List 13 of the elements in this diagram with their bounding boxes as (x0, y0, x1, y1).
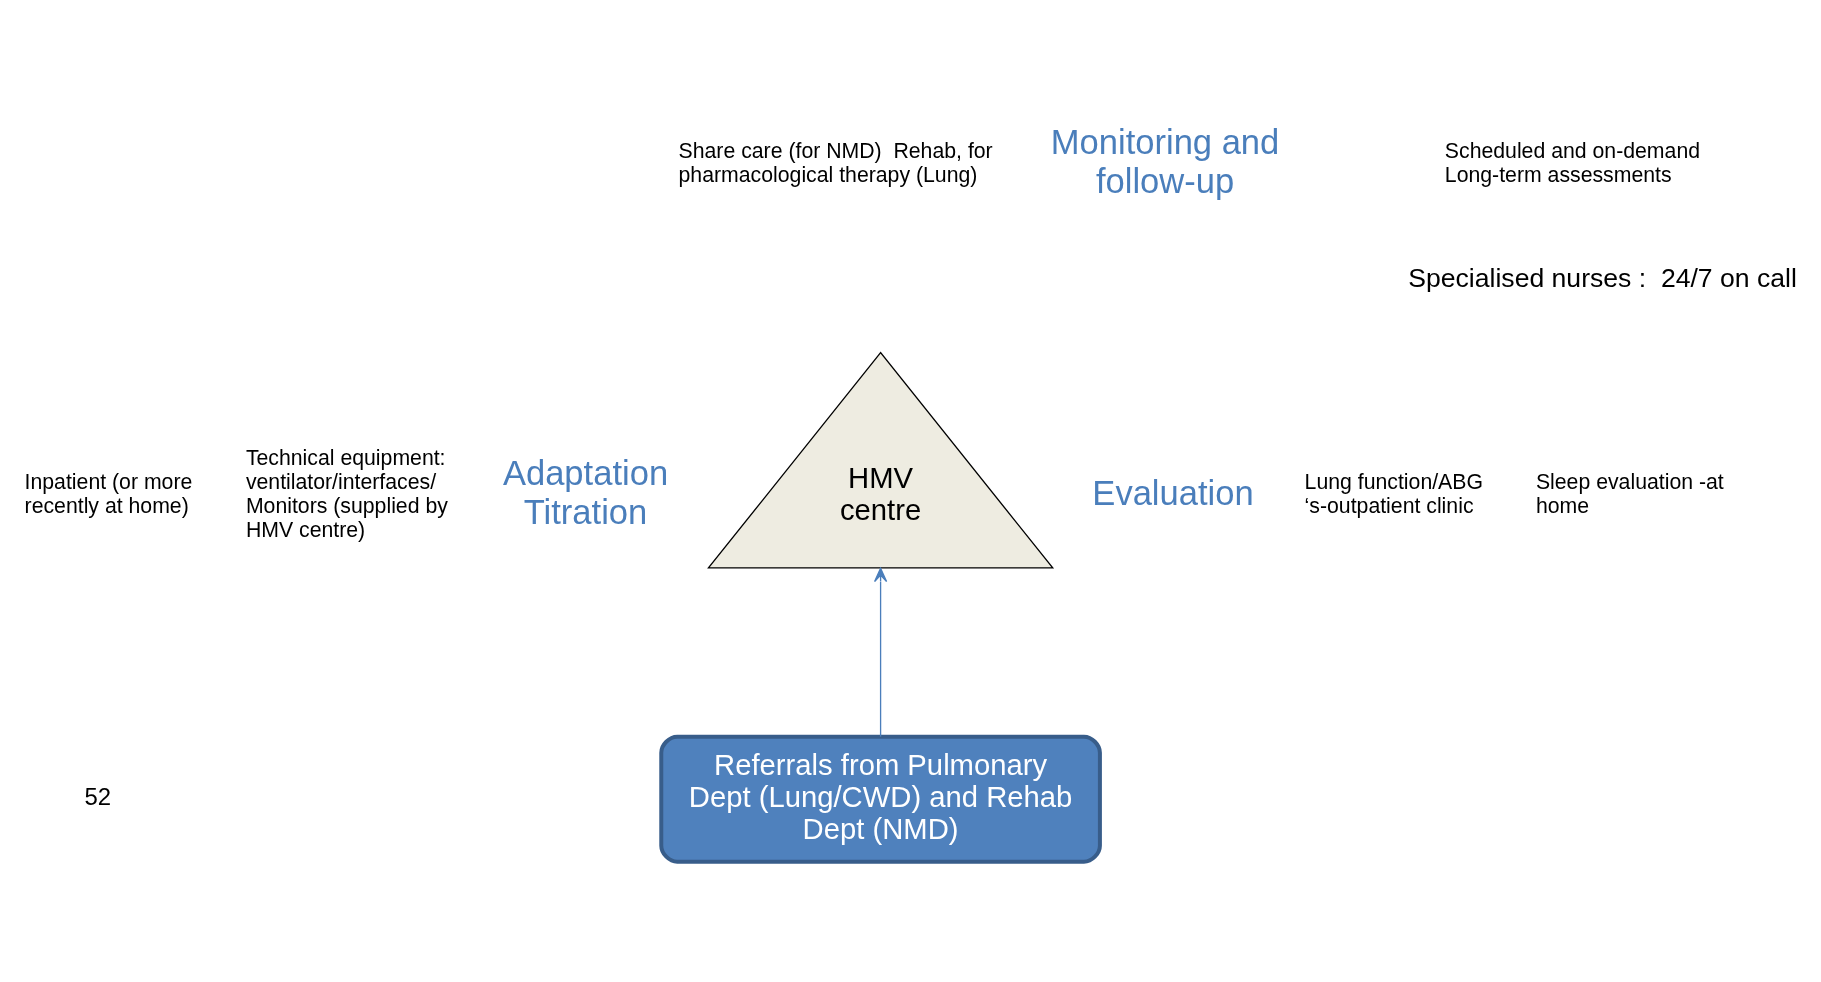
label: Inpatient (or more recently at home) (24, 469, 193, 518)
label: Specialised nurses : 24/7 on call (1408, 262, 1797, 293)
label: Evaluation (1092, 473, 1254, 512)
label: Share care (for NMD) Rehab, for pharmacological therapy (Lung) (678, 138, 993, 187)
label: Scheduled and on-demand Long-term assessments (1444, 138, 1701, 187)
label: Monitoring and follow-up (1050, 122, 1280, 200)
arrow (873, 567, 888, 737)
label: 52 (84, 782, 111, 810)
label: Lung function/ABG ‘s-outpatient clinic (1304, 469, 1483, 518)
label: Adaptation Titration (502, 453, 669, 531)
label: Technical equipment: ventilator/interfaces/ Monitors (supplied by HMV centre) (245, 445, 448, 542)
label: Sleep evaluation -at home (1535, 469, 1724, 518)
node-box: Referrals from Pulmonary Dept (Lung/CWD) and Rehab Dept (NMD) (659, 734, 1102, 864)
